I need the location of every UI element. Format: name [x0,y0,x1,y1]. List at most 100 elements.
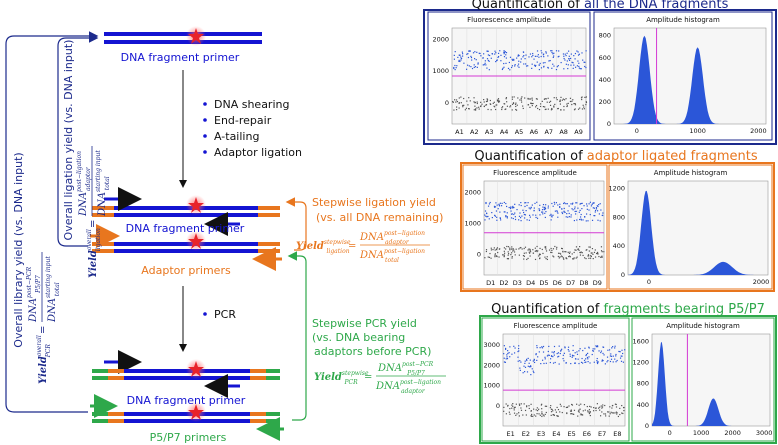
positive-droplet [587,352,589,355]
positive-droplet [467,64,469,66]
panel-title: Quantification of fragments bearing P5/P… [491,302,765,317]
positive-droplet [582,59,584,61]
positive-droplet [567,346,570,348]
well-label: A6 [530,128,539,136]
positive-droplet [562,53,565,55]
negative-droplet [576,256,578,258]
positive-droplet [539,204,541,206]
negative-droplet [480,101,482,103]
negative-droplet [571,413,573,415]
positive-droplet [463,62,465,64]
positive-droplet [547,55,549,57]
positive-droplet [550,355,553,357]
negative-droplet [490,257,492,259]
positive-droplet [495,210,498,212]
negative-droplet [549,407,551,409]
negative-droplet [623,409,625,412]
positive-droplet [556,66,558,68]
positive-droplet [513,345,515,347]
negative-droplet [572,99,574,101]
step-end-repair: End-repair [214,114,272,127]
negative-droplet [483,105,485,107]
positive-droplet [580,213,582,216]
negative-droplet [488,256,491,258]
positive-droplet [519,360,521,362]
positive-droplet [570,203,572,205]
negative-droplet [558,257,560,259]
negative-droplet [495,255,497,257]
negative-droplet [489,99,491,102]
positive-droplet [468,65,470,67]
positive-droplet [455,67,457,69]
positive-droplet [508,352,510,354]
negative-droplet [533,408,535,410]
positive-droplet [535,216,537,219]
negative-droplet [513,251,516,253]
negative-droplet [511,96,513,98]
positive-droplet [531,63,533,65]
positive-droplet [585,50,587,52]
positive-droplet [540,55,542,58]
positive-droplet [497,55,500,58]
positive-droplet [572,209,574,211]
negative-droplet [512,248,514,250]
positive-droplet [503,201,505,204]
negative-droplet [609,413,611,415]
positive-droplet [568,50,570,52]
positive-droplet [593,215,595,217]
positive-droplet [522,56,524,58]
negative-droplet [528,405,530,407]
positive-droplet [503,211,505,213]
negative-droplet [529,251,532,253]
positive-droplet [531,67,533,69]
positive-droplet [559,352,561,355]
positive-droplet [462,55,464,57]
positive-droplet [487,215,489,218]
negative-droplet [557,107,559,110]
positive-droplet [505,51,508,54]
negative-droplet [547,97,549,99]
hist-x-tick-label: 2000 [750,127,767,135]
positive-droplet [551,202,553,205]
positive-droplet [544,212,546,214]
negative-droplet [582,104,584,106]
negative-droplet [585,96,588,98]
negative-droplet [559,103,562,105]
negative-droplet [596,252,598,255]
positive-droplet [478,52,480,54]
positive-droplet [597,346,599,348]
negative-droplet [536,410,539,412]
positive-droplet [614,358,616,360]
positive-droplet [574,208,576,210]
positive-droplet [545,52,547,54]
positive-droplet [550,358,552,360]
positive-droplet [561,212,564,215]
star-icon [188,28,204,44]
positive-droplet [488,54,491,57]
positive-droplet [555,68,558,71]
negative-droplet [597,407,600,409]
positive-droplet [555,50,558,52]
positive-droplet [553,65,555,67]
positive-droplet [534,202,536,205]
negative-droplet [514,406,516,409]
positive-droplet [528,366,531,368]
negative-droplet [580,403,582,405]
negative-droplet [611,412,613,414]
negative-droplet [492,102,494,104]
positive-droplet [547,207,549,209]
positive-droplet [460,57,463,59]
positive-droplet [513,352,516,354]
hist-y-tick-label: 600 [599,54,611,62]
negative-droplet [522,107,524,110]
quantification-panel-3: Quantification of fragments bearing P5/P… [479,302,777,444]
negative-droplet [608,415,610,417]
positive-droplet [500,60,502,62]
positive-droplet [585,203,588,205]
negative-droplet [506,105,509,107]
positive-droplet [453,54,455,56]
negative-droplet [553,256,555,258]
negative-droplet [507,405,509,407]
positive-droplet [615,353,617,356]
y-tick-label: 2000 [432,36,449,44]
